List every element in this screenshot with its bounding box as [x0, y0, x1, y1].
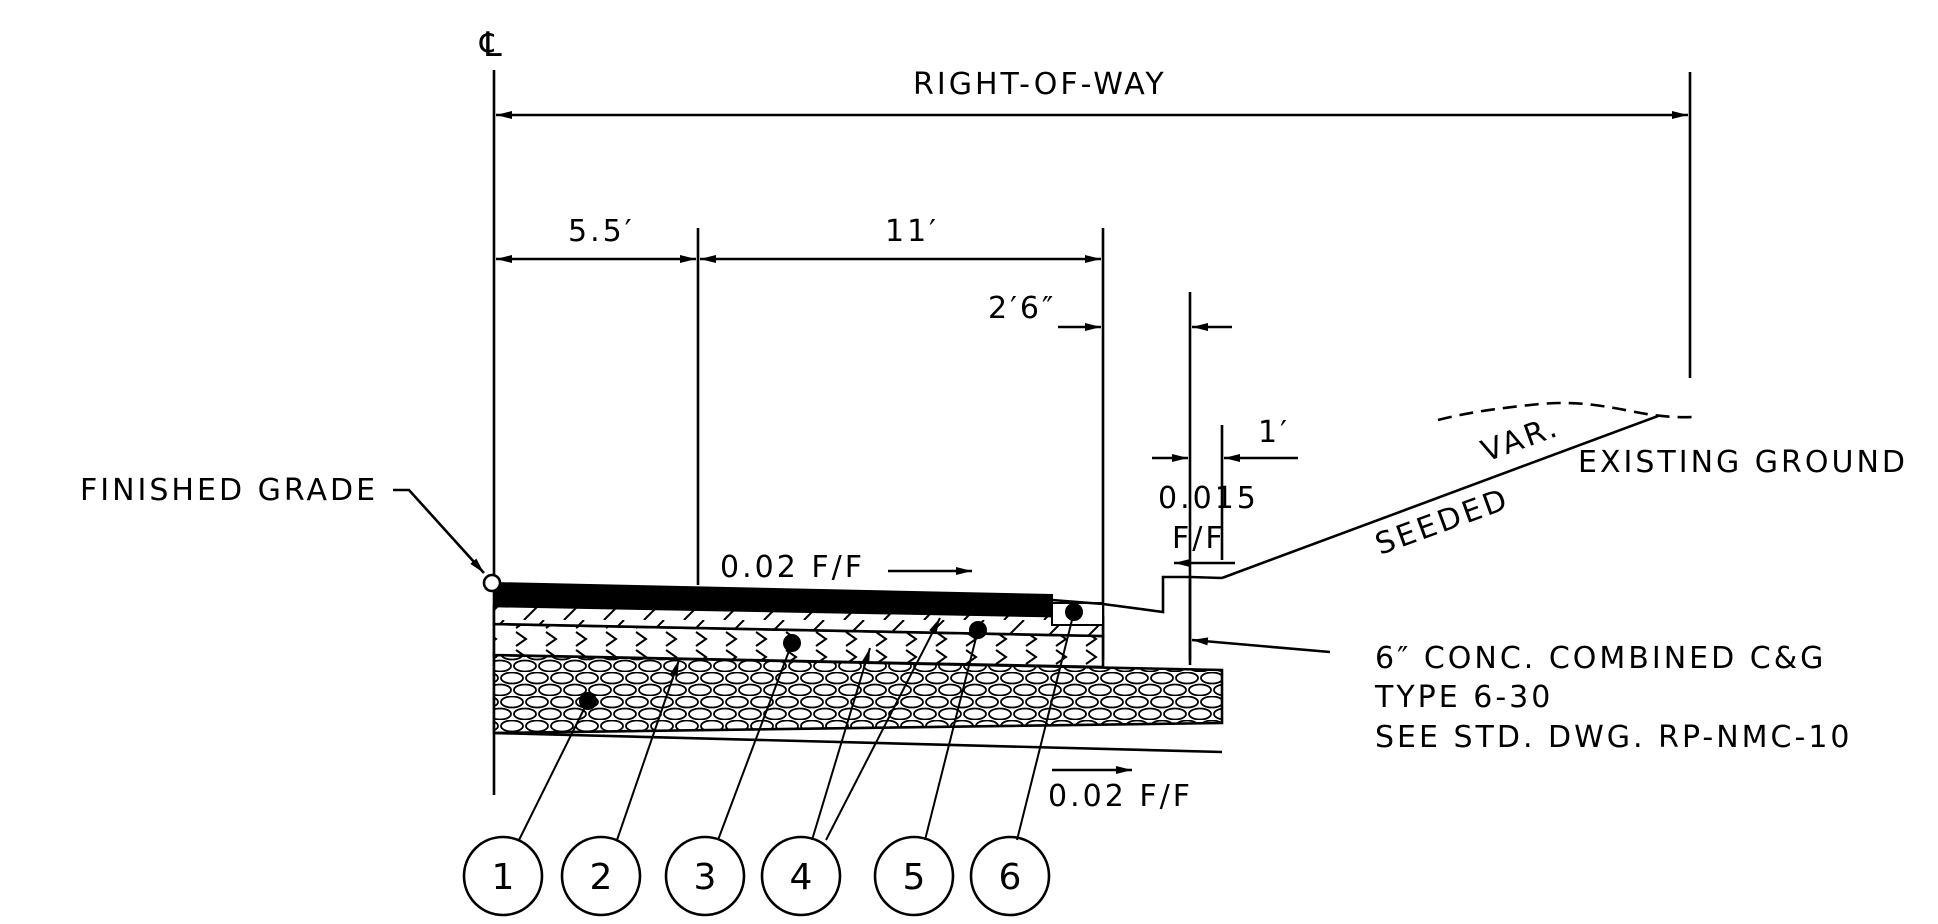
callout-number: 1: [492, 857, 515, 898]
curb-note-line-3: SEE STD. DWG. RP-NMC-10: [1375, 720, 1853, 755]
callout-leader-1: [518, 700, 589, 841]
curb-note-line-2: TYPE 6-30: [1374, 680, 1553, 715]
lane-width-label: 11′: [885, 214, 939, 249]
callout-dot-3: [783, 634, 801, 652]
callout-4: 4: [760, 835, 842, 917]
callout-leader-2: [616, 659, 680, 841]
bottom-slope-label: 0.02 F/F: [1048, 779, 1193, 814]
callout-1: 1: [462, 835, 544, 917]
callout-6: 6: [969, 835, 1051, 917]
callout-leader-4b: [825, 617, 941, 841]
shoulder-width-label: 5.5′: [568, 214, 635, 249]
callout-5: 5: [873, 835, 955, 917]
curb-note-leader: [1191, 637, 1331, 654]
gutter-surface: [1051, 575, 1223, 614]
centerline-symbol: ℄: [479, 25, 502, 65]
existing-ground-line: [1437, 401, 1694, 422]
existing-ground-label: EXISTING GROUND: [1578, 445, 1908, 480]
callout-number: 5: [903, 857, 926, 898]
finished-grade-leader: [393, 488, 485, 574]
callout-number: 4: [790, 857, 813, 898]
callout-dot-6: [1065, 603, 1083, 621]
seeded-label: SEEDED: [1371, 482, 1515, 563]
gutter-width-label: 2′6″: [988, 291, 1056, 326]
top-slope-label: 0.02 F/F: [720, 550, 865, 585]
right-of-way-label: RIGHT-OF-WAY: [913, 67, 1167, 102]
var-label: VAR.: [1477, 409, 1565, 469]
callout-number: 6: [999, 857, 1022, 898]
base-course-layer: [492, 653, 1224, 735]
finished-grade-point: [482, 573, 502, 593]
curb-slope-value: 0.015: [1158, 481, 1259, 516]
seeded-slope-line: [1221, 414, 1659, 580]
aggregate-layer: [492, 604, 1105, 638]
callout-leader-4a: [811, 647, 871, 841]
callout-leader-6: [1016, 611, 1075, 841]
callout-dot-1: [579, 692, 597, 710]
callout-dot-5: [969, 621, 987, 639]
curb-width-label: 1′: [1258, 415, 1290, 450]
callout-number: 2: [590, 857, 613, 898]
bottom-line: [493, 731, 1223, 754]
callout-number: 3: [694, 857, 717, 898]
callout-3: 3: [664, 835, 746, 917]
finished-grade-label: FINISHED GRADE: [80, 473, 378, 508]
curb-slope-unit: F/F: [1172, 521, 1226, 556]
curb-note-line-1: 6″ CONC. COMBINED C&G: [1375, 641, 1826, 676]
callout-leader-3: [717, 642, 793, 841]
callout-leader-5: [924, 629, 979, 841]
callout-2: 2: [560, 835, 642, 917]
